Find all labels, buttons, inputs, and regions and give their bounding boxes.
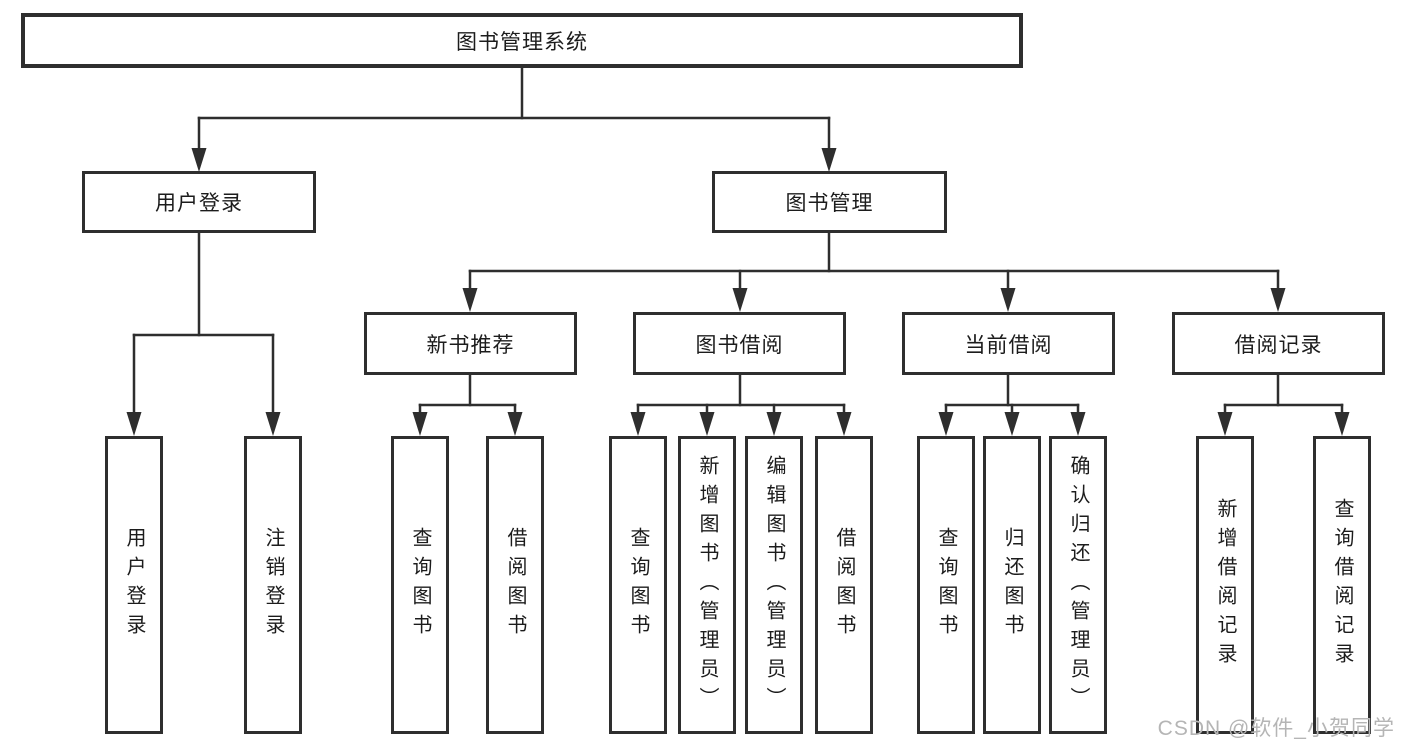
- leaf-return-book-label: 归还图书: [1001, 527, 1023, 643]
- leaf-logout: 注销登录: [244, 436, 302, 734]
- leaf-edit-book-admin-label: 编辑图书（管理员）: [763, 454, 785, 716]
- csdn-watermark: CSDN @软件_小贺同学: [1157, 717, 1395, 740]
- node-user-login-label: 用户登录: [155, 192, 243, 215]
- leaf-edit-book-admin: 编辑图书（管理员）: [745, 436, 803, 734]
- arrowheads: [126, 148, 1350, 436]
- node-user-login: 用户登录: [82, 171, 316, 233]
- leaf-borrow-books: 借阅图书: [815, 436, 873, 734]
- leaf-query-borrow-record-label: 查询借阅记录: [1331, 498, 1353, 672]
- leaf-query-books-borrow-label: 查询图书: [627, 527, 649, 643]
- leaf-query-books-current-label: 查询图书: [935, 527, 957, 643]
- node-borrow-records-label: 借阅记录: [1234, 333, 1323, 357]
- node-borrow-records: 借阅记录: [1172, 312, 1385, 375]
- leaf-query-books-recommend: 查询图书: [391, 436, 449, 734]
- leaf-return-book: 归还图书: [983, 436, 1041, 734]
- node-book-management-label: 图书管理: [785, 192, 874, 215]
- node-new-book-recommend-label: 新书推荐: [426, 333, 515, 357]
- leaf-add-book-admin: 新增图书（管理员）: [678, 436, 736, 734]
- node-current-borrow-label: 当前借阅: [964, 333, 1053, 357]
- leaf-user-login: 用户登录: [105, 436, 163, 734]
- leaf-query-borrow-record: 查询借阅记录: [1313, 436, 1371, 734]
- leaf-borrow-books-label: 借阅图书: [833, 527, 855, 643]
- leaf-borrow-books-recommend-label: 借阅图书: [504, 527, 526, 643]
- leaf-add-borrow-record: 新增借阅记录: [1196, 436, 1254, 734]
- node-book-borrow-label: 图书借阅: [695, 333, 784, 357]
- leaf-query-books-borrow: 查询图书: [609, 436, 667, 734]
- leaf-user-login-label: 用户登录: [123, 527, 145, 643]
- node-book-borrow: 图书借阅: [633, 312, 846, 375]
- leaf-confirm-return-admin: 确认归还（管理员）: [1049, 436, 1107, 734]
- node-new-book-recommend: 新书推荐: [364, 312, 577, 375]
- leaf-logout-label: 注销登录: [262, 527, 284, 643]
- leaf-add-borrow-record-label: 新增借阅记录: [1214, 498, 1236, 672]
- leaf-confirm-return-admin-label: 确认归还（管理员）: [1067, 454, 1089, 716]
- node-root-label: 图书管理系统: [456, 30, 588, 54]
- node-book-management: 图书管理: [712, 171, 947, 233]
- node-root: 图书管理系统: [21, 13, 1023, 68]
- node-current-borrow: 当前借阅: [902, 312, 1115, 375]
- leaf-query-books-recommend-label: 查询图书: [409, 527, 431, 643]
- leaf-query-books-current: 查询图书: [917, 436, 975, 734]
- leaf-add-book-admin-label: 新增图书（管理员）: [696, 454, 718, 716]
- leaf-borrow-books-recommend: 借阅图书: [486, 436, 544, 734]
